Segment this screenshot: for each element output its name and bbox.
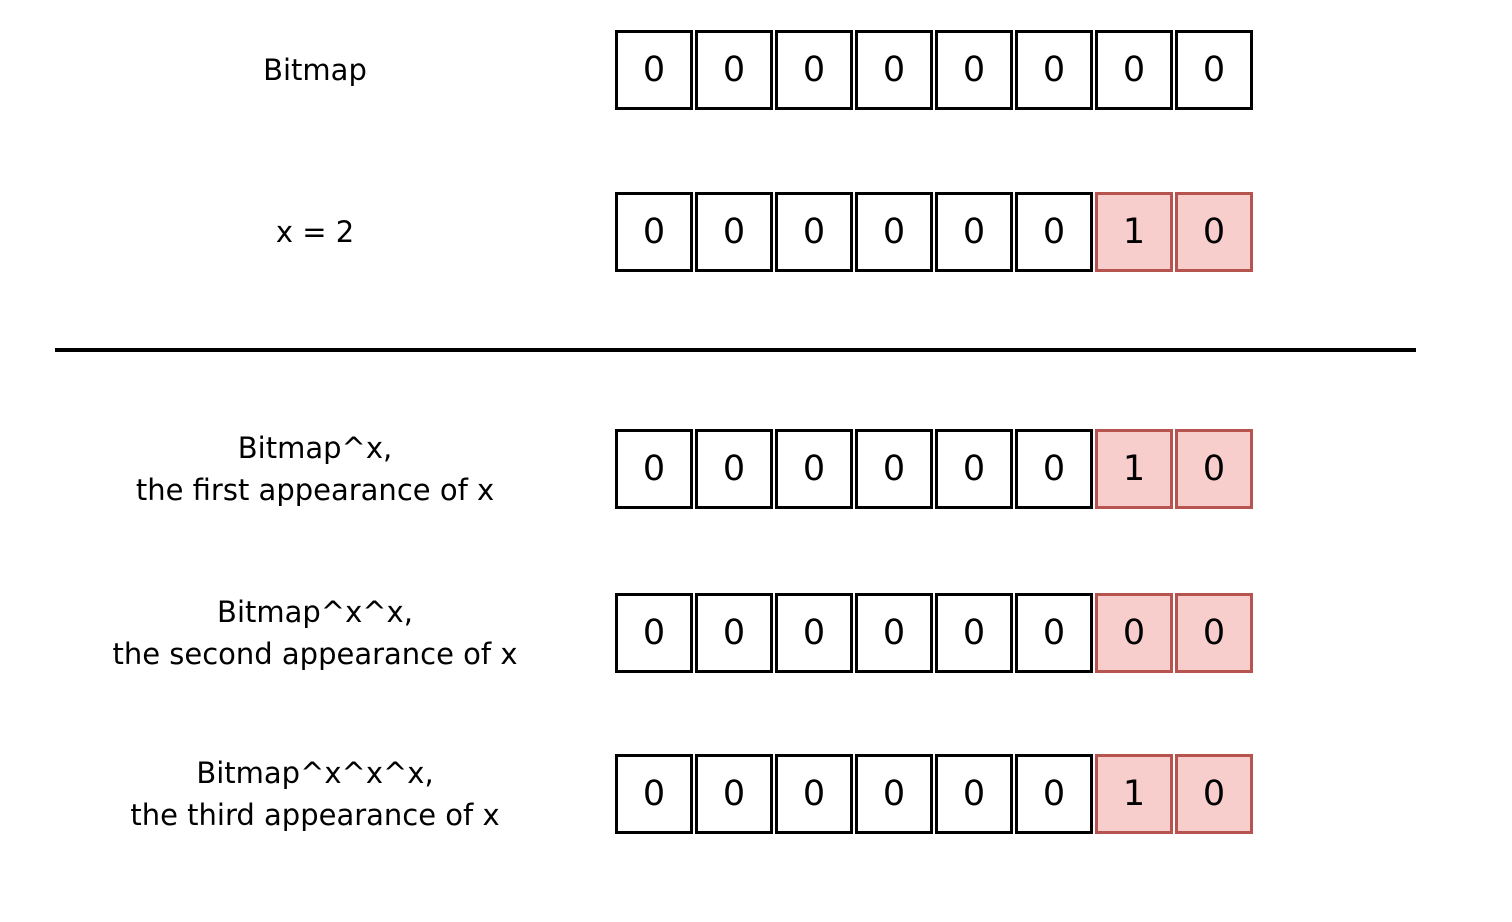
- row-label-line: Bitmap^x^x,: [217, 595, 413, 629]
- bitmap-cell: 0: [615, 593, 693, 673]
- row-label-line: the third appearance of x: [130, 798, 500, 832]
- bitmap-cell-highlighted: 0: [1175, 192, 1253, 272]
- bitmap-cell: 0: [615, 429, 693, 509]
- bitmap-cell-highlighted: 0: [1175, 429, 1253, 509]
- bitmap-cell: 0: [695, 30, 773, 110]
- bitmap-cell-highlighted: 0: [1095, 593, 1173, 673]
- bitmap-cell: 0: [615, 30, 693, 110]
- row-label-bitmap-xor-x: Bitmap^x, the first appearance of x: [0, 429, 630, 509]
- bitmap-cell-highlighted: 0: [1175, 754, 1253, 834]
- bitmap-cell: 0: [1095, 30, 1173, 110]
- bitmap-cell: 0: [1015, 593, 1093, 673]
- row-label-bitmap-xor-x-xor-x: Bitmap^x^x, the second appearance of x: [0, 593, 630, 673]
- bitmap-cell-highlighted: 1: [1095, 192, 1173, 272]
- bitmap-cell: 0: [855, 192, 933, 272]
- bitmap-cell-highlighted: 1: [1095, 754, 1173, 834]
- bitmap-cell: 0: [935, 429, 1013, 509]
- bitmap-cell: 0: [775, 754, 853, 834]
- bitmap-cell: 0: [775, 192, 853, 272]
- bitmap-cell: 0: [1015, 754, 1093, 834]
- bitmap-cell: 0: [695, 192, 773, 272]
- bitmap-cell: 0: [935, 192, 1013, 272]
- row-label-line: Bitmap: [263, 53, 367, 87]
- bitmap-cell: 0: [855, 593, 933, 673]
- bitmap-cell: 0: [855, 754, 933, 834]
- bitmap-cell: 0: [855, 429, 933, 509]
- bitmap-cell: 0: [695, 754, 773, 834]
- row-label-bitmap-xor-x-xor-x-xor-x: Bitmap^x^x^x, the third appearance of x: [0, 754, 630, 834]
- bitmap-cell: 0: [615, 754, 693, 834]
- bitmap-cell: 0: [775, 30, 853, 110]
- row-label-line: the first appearance of x: [135, 473, 495, 507]
- row-label-line: Bitmap^x^x^x,: [196, 756, 434, 790]
- row-label-line: the second appearance of x: [112, 637, 518, 671]
- bitmap-cell: 0: [695, 593, 773, 673]
- bitmap-cell: 0: [695, 429, 773, 509]
- bitmap-cell: 0: [935, 593, 1013, 673]
- bitmap-cell: 0: [1015, 30, 1093, 110]
- bitmap-cell: 0: [855, 30, 933, 110]
- bitmap-cell: 0: [615, 192, 693, 272]
- divider-line: [55, 348, 1416, 352]
- bitmap-cell: 0: [935, 30, 1013, 110]
- row-label-x-equals-2: x = 2: [0, 192, 630, 272]
- bitmap-cell: 0: [1175, 30, 1253, 110]
- bitmap-cell: 0: [1015, 192, 1093, 272]
- bitmap-cell-highlighted: 1: [1095, 429, 1173, 509]
- row-label-line: Bitmap^x,: [237, 431, 393, 465]
- row-label-bitmap: Bitmap: [0, 30, 630, 110]
- row-label-line: x = 2: [275, 215, 355, 249]
- bitmap-cell: 0: [775, 429, 853, 509]
- bitmap-cell-highlighted: 0: [1175, 593, 1253, 673]
- bitmap-cell: 0: [935, 754, 1013, 834]
- bitmap-cell: 0: [1015, 429, 1093, 509]
- bitmap-cell: 0: [775, 593, 853, 673]
